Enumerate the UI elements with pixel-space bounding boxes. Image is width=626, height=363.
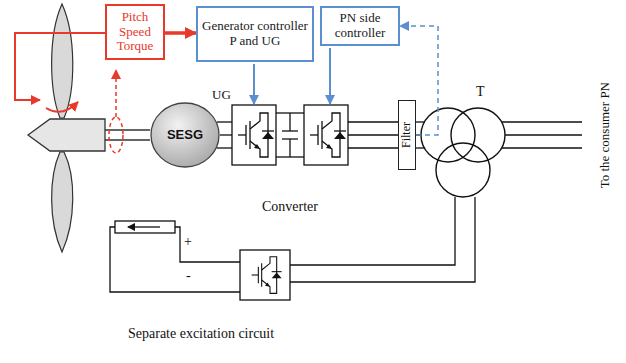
part-label: T xyxy=(476,84,485,99)
drawing-stroke xyxy=(232,105,276,165)
drawing-stroke xyxy=(304,105,348,165)
drawing-stroke xyxy=(240,250,290,300)
drawing-stroke xyxy=(105,129,150,130)
drawing-stroke xyxy=(252,257,282,294)
drawing-stroke xyxy=(217,147,232,148)
drawing-stroke xyxy=(46,102,78,112)
drawing-stroke xyxy=(505,134,582,135)
node-text: Filter xyxy=(400,122,414,148)
control-box: Pitch Speed Torque xyxy=(105,4,165,60)
controller-box: PN side controller xyxy=(320,6,400,46)
output-label: To the consumer PN xyxy=(598,82,612,188)
drawing-stroke xyxy=(217,121,232,122)
drawing-stroke xyxy=(348,134,398,135)
drawing-stroke xyxy=(310,113,346,157)
drawing-stroke xyxy=(289,139,290,157)
generator-circle: SESG xyxy=(150,102,220,168)
drawing-stroke xyxy=(276,113,304,157)
controller-box: Generator controller P and UG xyxy=(196,6,314,62)
connector-arrow xyxy=(165,31,196,35)
drawing-stroke xyxy=(52,4,73,118)
drawing-stroke xyxy=(238,113,274,157)
caption-label: Separate excitation circuit xyxy=(128,326,274,341)
drawing-stroke xyxy=(105,139,150,140)
drawing-stroke xyxy=(220,134,232,135)
generator-ellipse xyxy=(151,103,219,167)
drawing-stroke xyxy=(329,48,331,104)
drawing-stroke xyxy=(52,152,73,252)
part-label: Converter xyxy=(262,199,318,214)
node-text: Generator controller P and UG xyxy=(202,19,308,49)
drawing-stroke xyxy=(436,143,490,197)
excitation-circuit xyxy=(110,197,475,300)
drawing-stroke xyxy=(348,121,398,122)
drawing-stroke xyxy=(128,226,160,227)
drawing-stroke xyxy=(115,221,175,233)
drawing-stroke xyxy=(282,130,298,131)
filter-box: Filter xyxy=(398,100,416,170)
drawing-stroke xyxy=(15,33,105,100)
drawing-stroke xyxy=(502,147,582,148)
drawing-stroke xyxy=(110,197,475,292)
polarity-sign: - xyxy=(186,268,191,283)
drawing-stroke xyxy=(348,147,398,148)
drawing-stroke xyxy=(115,70,117,117)
node-text: SESG xyxy=(167,128,203,143)
drawing-stroke xyxy=(110,227,240,292)
transformer xyxy=(421,108,505,197)
drawing-stroke xyxy=(451,108,505,162)
polarity-sign: + xyxy=(184,234,192,249)
drawing-stroke xyxy=(109,117,123,153)
drawing-stroke xyxy=(289,113,290,131)
node-text: PN side controller xyxy=(326,11,394,41)
drawing-stroke xyxy=(502,121,582,122)
voltage-label: UG xyxy=(212,88,231,102)
drawing-stroke xyxy=(28,119,105,151)
drawing-stroke xyxy=(175,227,240,262)
drawing-stroke xyxy=(253,64,255,104)
converter xyxy=(232,105,348,165)
node-text: Pitch Speed Torque xyxy=(111,10,159,55)
